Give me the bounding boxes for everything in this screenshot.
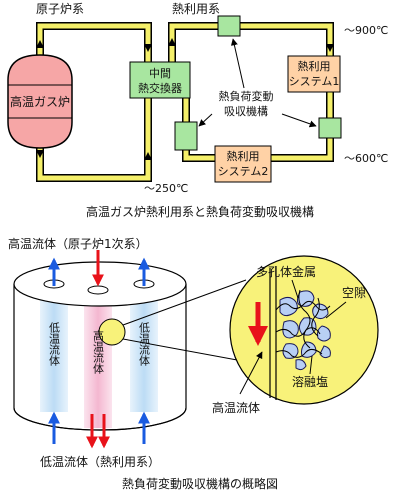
void-pointer [325, 301, 347, 319]
mechanism-label-line2: 吸収機構 [224, 104, 268, 118]
primary-system-label: 原子炉系 [36, 2, 84, 16]
zoom-connector-lines [122, 279, 249, 363]
cylinder-flow-arrows [48, 250, 150, 449]
cold-tube-left [40, 286, 68, 412]
low-temp-right-label: 低温流体 [138, 322, 151, 366]
low-temp-left-label: 低温流体 [48, 322, 61, 366]
molten-salt-pointer [309, 355, 313, 375]
bottom-caption: 熱負荷変動吸収機構の概略図 [122, 476, 278, 491]
molten-salt-label: 溶融塩 [292, 374, 328, 389]
mechanism-pointer-arrows [198, 38, 317, 128]
tube-labels: 低温流体 高温流体 低温流体 [48, 322, 151, 374]
sys2-label-line2: システム2 [218, 165, 269, 178]
cold-fluid-footer: 低温流体（熱利用系） [40, 455, 160, 469]
hot-temp-center-label: 高温流体 [92, 329, 105, 374]
absorber-box-top [217, 15, 241, 37]
porous-metal-pointer [291, 279, 299, 299]
hot-fluid-arrow-label: 高温流体 [212, 400, 260, 415]
heat-utilization-system-diagram: 高温ガス炉 中間 熱交換器 熱利用 システム1 熱利用 システム2 熱負荷変動 … [7, 2, 388, 219]
cold-tube-right [130, 286, 158, 412]
absorber-box-left [174, 121, 198, 151]
sys1-label-line1: 熱利用 [298, 60, 331, 73]
reactor-label: 高温ガス炉 [10, 94, 70, 109]
secondary-loop-pipes [168, 22, 334, 162]
hx-label-line1: 中間 [149, 67, 171, 80]
absorption-mechanism-schematic: 高温流体（原子炉1次系） 低温流体 高温流体 低温流体 [8, 236, 379, 491]
heat-use-system-2: 熱利用 システム2 [214, 145, 272, 183]
zoom-region-marker [98, 318, 126, 346]
sys2-label-line1: 熱利用 [227, 150, 260, 163]
mechanism-label-line1: 熱負荷変動 [219, 89, 274, 103]
porous-metal-label: 多孔体金属 [256, 264, 316, 279]
temp-600-label: ～600℃ [344, 152, 388, 165]
absorber-box-right [318, 117, 342, 139]
top-caption: 高温ガス炉熱利用系と熱負荷変動吸収機構 [86, 204, 314, 219]
heat-use-system-1: 熱利用 システム1 [287, 55, 341, 93]
hot-tube-center [84, 288, 112, 428]
temp-900-label: ～900℃ [344, 24, 388, 37]
cylinder-top-ellipse [13, 261, 187, 307]
cylinder-vessel [13, 261, 187, 431]
temp-250-label: ～250℃ [144, 182, 188, 195]
reactor-vessel: 高温ガス炉 [7, 54, 73, 149]
sys1-label-line2: システム1 [289, 75, 340, 88]
zoom-detail-circle [229, 255, 379, 405]
hot-fluid-pointer [239, 351, 263, 395]
porous-metal-strands [275, 289, 331, 358]
intermediate-heat-exchanger: 中間 熱交換器 [129, 61, 191, 99]
hot-fluid-header: 高温流体（原子炉1次系） [8, 236, 148, 251]
void-label: 空隙 [342, 286, 366, 300]
heat-use-system-label: 熱利用系 [172, 2, 220, 16]
hx-label-line2: 熱交換器 [138, 81, 182, 95]
